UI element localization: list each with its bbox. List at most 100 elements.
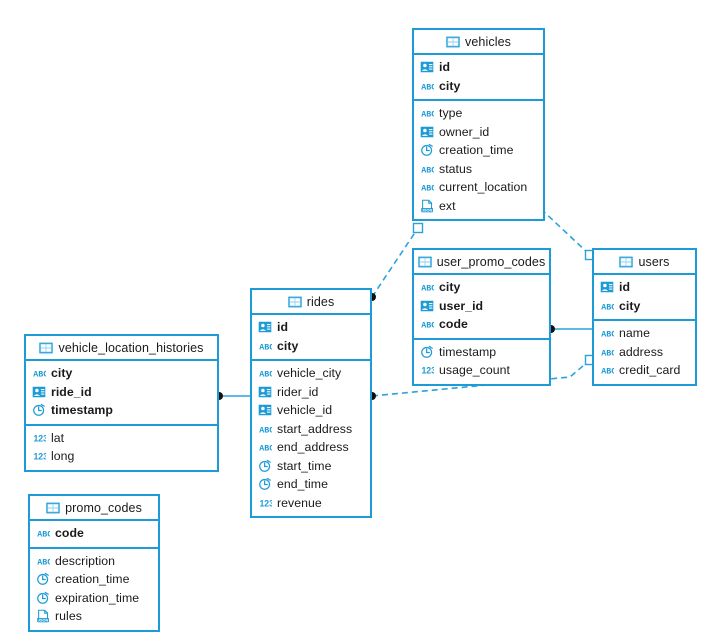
field-row[interactable]: ABCtype [414, 104, 543, 123]
entity-table-users[interactable]: usersidABCcityABCnameABCaddressABCcredit… [592, 248, 697, 386]
field-row[interactable]: ABCstatus [414, 160, 543, 179]
svg-text:ABC: ABC [259, 343, 272, 352]
field-row[interactable]: rider_id [252, 383, 370, 402]
field-name: creation_time [439, 143, 514, 158]
field-name: city [619, 298, 641, 313]
field-name: description [55, 553, 116, 568]
field-name: code [55, 526, 84, 541]
field-name: id [619, 280, 631, 295]
field-row[interactable]: 123long [26, 447, 217, 466]
field-row[interactable]: ABCcity [414, 278, 549, 297]
field-row[interactable]: ABC description [30, 552, 158, 571]
id-card-icon [420, 62, 434, 73]
primary-key-section: ABC code [30, 521, 158, 549]
clock-icon [37, 591, 49, 604]
table-icon [418, 256, 432, 267]
field-name: user_id [439, 298, 484, 313]
abc-icon: ABC [37, 558, 50, 567]
entity-header[interactable]: user_promo_codes [414, 250, 549, 275]
svg-text:ABC: ABC [37, 558, 50, 567]
field-row[interactable]: ABCcity [26, 364, 217, 383]
svg-text:123: 123 [33, 452, 46, 462]
field-row[interactable]: id [414, 58, 543, 77]
entity-title: promo_codes [65, 500, 142, 515]
abc-icon: ABC [259, 426, 272, 435]
field-name: creation_time [55, 572, 130, 587]
field-row[interactable]: ABC name [594, 324, 695, 343]
field-row[interactable]: ABCcode [414, 315, 549, 334]
entity-title: vehicle_location_histories [58, 340, 204, 355]
svg-text:JSON: JSON [422, 208, 433, 212]
entity-header[interactable]: promo_codes [30, 496, 158, 521]
field-row[interactable]: timestamp [26, 401, 217, 420]
field-name: name [619, 326, 650, 341]
field-name: lat [51, 430, 65, 445]
field-row[interactable]: ABC code [30, 524, 158, 543]
field-row[interactable]: ABCcity [252, 337, 370, 356]
field-name: id [277, 320, 289, 335]
svg-text:ABC: ABC [601, 303, 614, 312]
entity-title: user_promo_codes [436, 254, 546, 269]
field-row[interactable]: ride_id [26, 383, 217, 402]
field-row[interactable]: ABCcity [414, 77, 543, 96]
field-row[interactable]: ABCend_address [252, 438, 370, 457]
field-row[interactable]: 123revenue [252, 494, 370, 513]
field-row[interactable]: user_id [414, 297, 549, 316]
table-icon [446, 36, 460, 47]
svg-text:ABC: ABC [421, 83, 434, 92]
field-row[interactable]: 123lat [26, 429, 217, 448]
field-row[interactable]: owner_id [414, 123, 543, 142]
svg-text:JSON: JSON [38, 619, 49, 623]
svg-text:ABC: ABC [37, 531, 50, 540]
field-name: credit_card [619, 363, 681, 378]
entity-header[interactable]: vehicle_location_histories [26, 336, 217, 361]
abc-icon: ABC [601, 331, 614, 340]
entity-table-vehicles[interactable]: vehiclesidABCcityABCtypeowner_idcreation… [412, 28, 545, 221]
entity-table-user_promo_codes[interactable]: user_promo_codesABCcityuser_idABCcode tim… [412, 248, 551, 386]
field-row[interactable]: end_time [252, 475, 370, 494]
abc-icon: ABC [421, 285, 434, 294]
entity-header[interactable]: rides [252, 290, 370, 315]
table-icon [39, 342, 54, 353]
abc-icon: ABC [37, 531, 50, 540]
primary-key-section: idABCcity [252, 315, 370, 361]
field-name: start_time [277, 458, 332, 473]
field-row[interactable]: expiration_time [30, 589, 158, 608]
entity-table-rides[interactable]: ridesidABCcityABCvehicle_cityrider_idveh… [250, 288, 372, 518]
field-row[interactable]: creation_time [414, 141, 543, 160]
field-row[interactable]: ABCcurrent_location [414, 178, 543, 197]
primary-key-section: idABCcity [414, 55, 543, 101]
field-row[interactable]: creation_time [30, 570, 158, 589]
field-row[interactable]: ABC city [594, 297, 695, 316]
json-icon: JSON [421, 199, 433, 212]
entity-header[interactable]: users [594, 250, 695, 275]
abc-icon: ABC [33, 371, 46, 380]
field-row[interactable]: ABCstart_address [252, 420, 370, 439]
svg-text:ABC: ABC [421, 322, 434, 331]
svg-text:ABC: ABC [421, 285, 434, 294]
field-row[interactable]: ABCcredit_card [594, 361, 695, 380]
id-card-icon [420, 300, 434, 311]
field-row[interactable]: timestamp [414, 343, 549, 362]
field-row[interactable]: vehicle_id [252, 401, 370, 420]
field-row[interactable]: ABCaddress [594, 343, 695, 362]
field-row[interactable]: 123usage_count [414, 361, 549, 380]
field-row[interactable]: id [594, 278, 695, 297]
entity-table-promo_codes[interactable]: promo_codesABCcodeABCdescriptioncreation… [28, 494, 160, 632]
field-row[interactable]: ABCvehicle_city [252, 364, 370, 383]
field-row[interactable]: start_time [252, 457, 370, 476]
relationship-rel-vlh-rides[interactable] [215, 392, 250, 400]
id-card-icon [600, 282, 614, 293]
relationship-rel-upc-users[interactable] [547, 325, 592, 333]
svg-text:ABC: ABC [259, 445, 272, 454]
clock-icon [259, 478, 271, 491]
field-row[interactable]: id [252, 318, 370, 337]
entity-header[interactable]: vehicles [414, 30, 543, 55]
column-section: ABC description creation_time expiration_ti… [30, 549, 158, 630]
entity-table-vehicle_location_histories[interactable]: vehicle_location_historiesABCcityride_id… [24, 334, 219, 472]
column-section: ABC nameABCaddressABCcredit_card [594, 321, 695, 384]
field-name: address [619, 344, 664, 359]
